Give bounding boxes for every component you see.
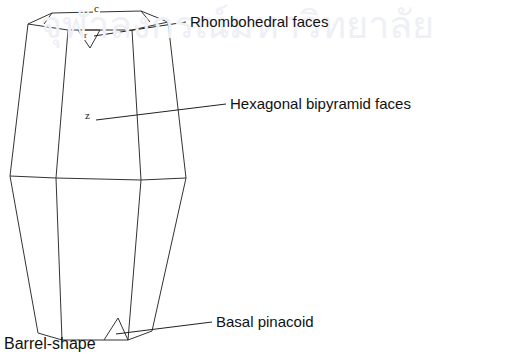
axis-letter: c xyxy=(93,3,100,14)
callout-label: Basal pinacoid xyxy=(216,314,314,329)
crystal-outline xyxy=(10,22,186,340)
crystal-edge xyxy=(56,30,68,340)
crystal-edge xyxy=(128,30,141,340)
leader-line xyxy=(96,104,226,120)
caption-label: Barrel-shape xyxy=(4,336,96,352)
crystal-edge xyxy=(10,176,186,180)
face-letter: z xyxy=(84,110,91,121)
leader-line xyxy=(116,322,212,334)
callout-label: Rhombohedral faces xyxy=(190,14,328,29)
rhombohedral-face xyxy=(104,318,128,340)
face-letter: r xyxy=(83,31,88,40)
callout-label: Hexagonal bipyramid faces xyxy=(230,96,411,111)
